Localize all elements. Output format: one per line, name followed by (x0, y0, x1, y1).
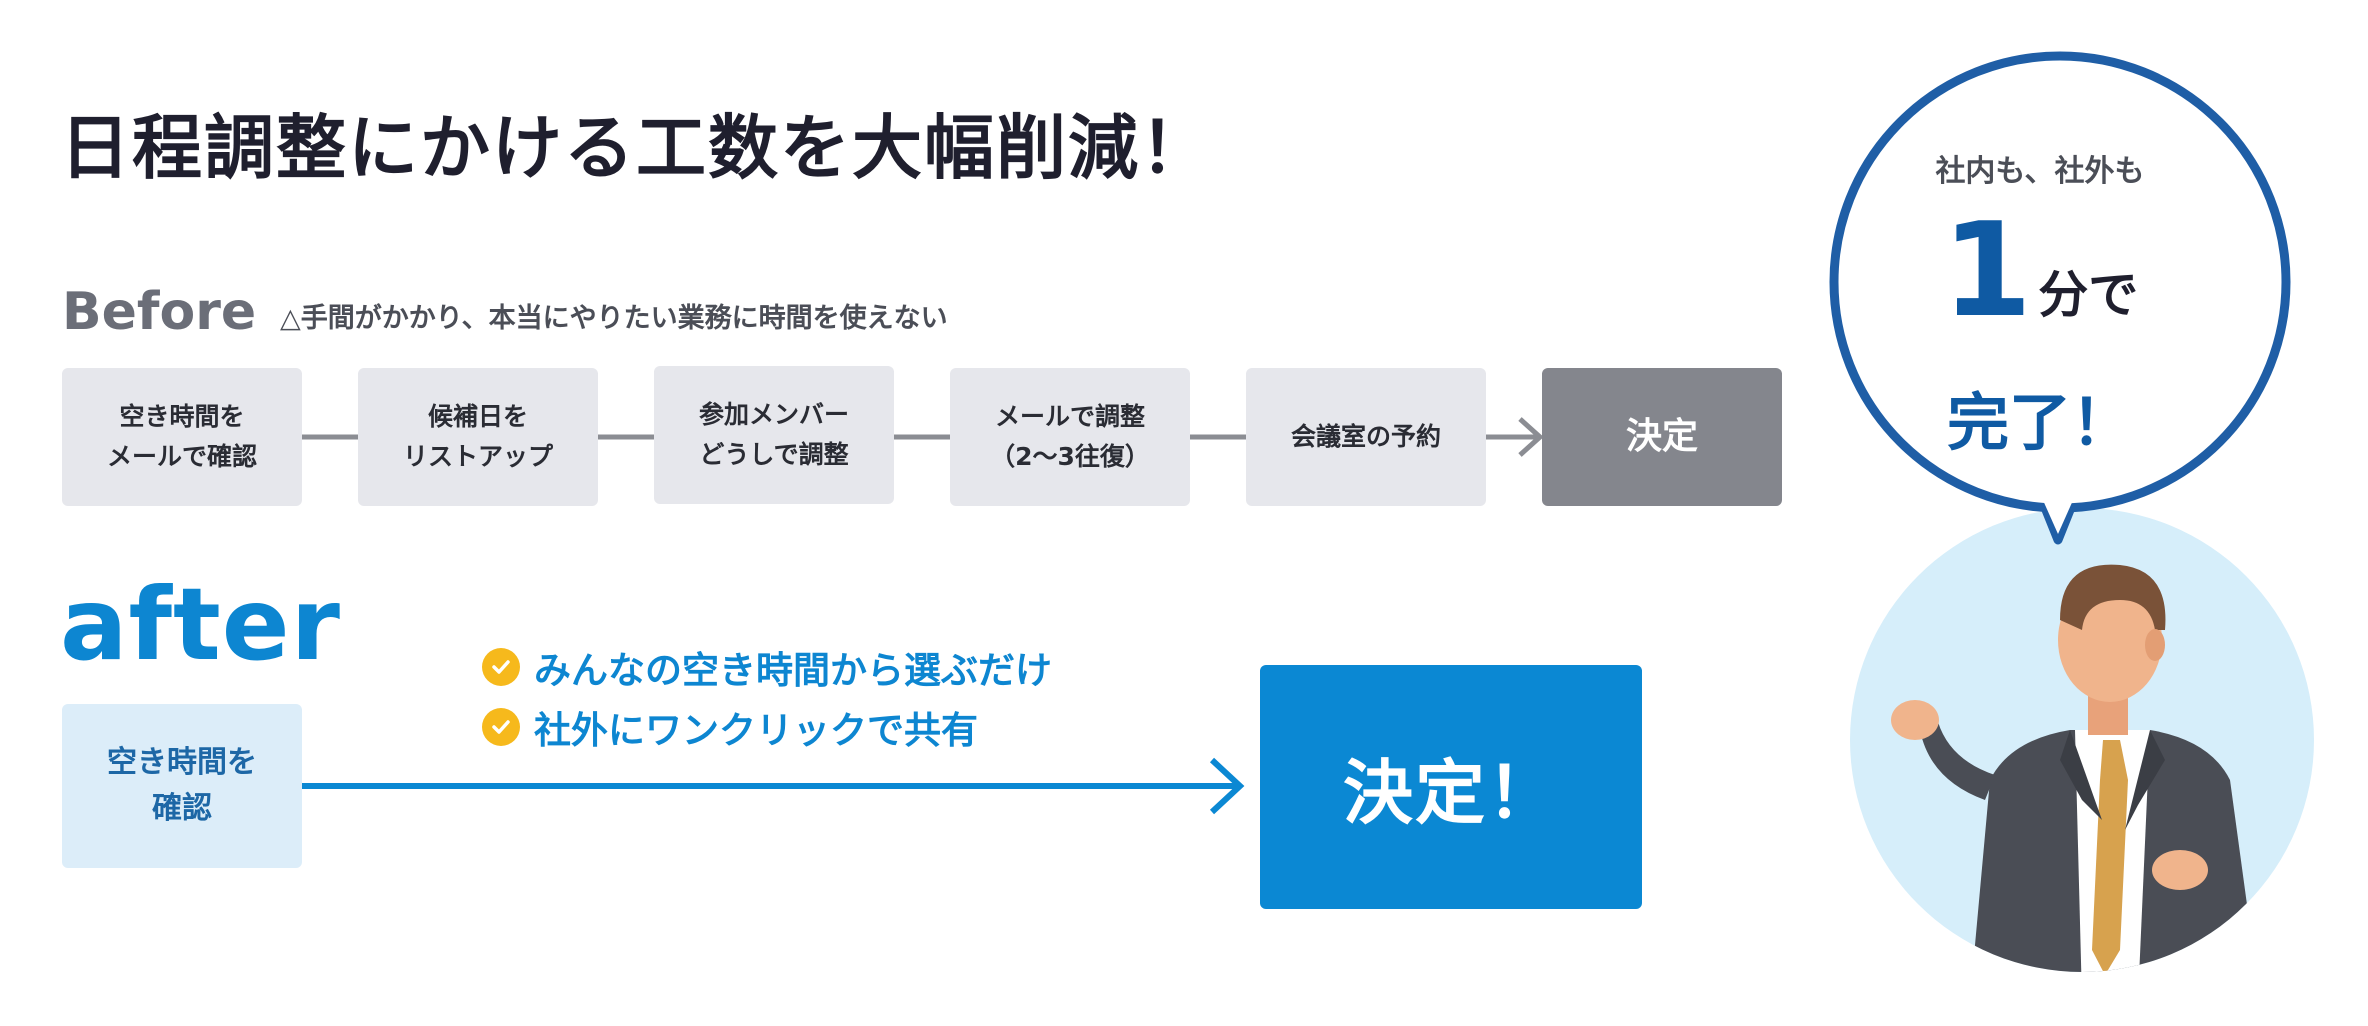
before-step-1: 空き時間をメールで確認 (62, 368, 302, 506)
before-step-5: 会議室の予約 (1246, 368, 1486, 506)
before-final-step: 決定 (1542, 368, 1782, 506)
step-line: （2〜3往復） (990, 442, 1150, 471)
after-label: after (60, 566, 341, 683)
after-final-step: 決定！ (1260, 665, 1642, 909)
step-line: 会議室の予約 (1290, 422, 1441, 451)
page-title: 日程調整にかける工数を大幅削減！ (60, 107, 1212, 189)
step-line: メールで確認 (106, 442, 257, 471)
step-line: 候補日を (427, 402, 528, 431)
after-step-line: 空き時間を (107, 745, 257, 780)
before-step-2: 候補日をリストアップ (358, 368, 598, 506)
speech-bubble (1829, 51, 2291, 545)
businessman-icon (1891, 564, 2260, 972)
before-step-3: 参加メンバーどうしで調整 (654, 366, 894, 504)
check-icon (482, 648, 520, 686)
benefit-text: みんなの空き時間から選ぶだけ (534, 649, 1052, 692)
bubble-result: 完了！ (1946, 386, 2133, 459)
bubble-unit: 分で (2038, 266, 2139, 324)
after-arrow-head-icon (1209, 757, 1245, 815)
before-label: Before (62, 282, 257, 342)
step-line: リストアップ (402, 442, 553, 471)
step-line: 参加メンバー (698, 400, 849, 429)
benefit-item-2: 社外にワンクリックで共有 (482, 700, 978, 754)
benefit-text: 社外にワンクリックで共有 (534, 709, 978, 752)
bubble-line1: 社内も、社外も (1935, 154, 2145, 189)
step-line: メールで調整 (994, 402, 1145, 431)
after-step: 空き時間を確認 (62, 704, 302, 868)
after-step-line: 確認 (152, 791, 212, 826)
arrow-head-icon (1518, 417, 1544, 457)
check-icon (482, 708, 520, 746)
step-line: どうしで調整 (699, 440, 849, 469)
bubble-number: 1 (1941, 194, 2033, 346)
before-note: △手間がかかり、本当にやりたい業務に時間を使えない (280, 303, 948, 334)
bubble-time: 1 分で (1840, 200, 2240, 340)
person-illustration (1829, 51, 2314, 972)
before-step-4: メールで調整 （2〜3往復） (950, 368, 1190, 506)
step-line: 空き時間を (119, 402, 245, 431)
benefit-item-1: みんなの空き時間から選ぶだけ (482, 640, 1052, 694)
